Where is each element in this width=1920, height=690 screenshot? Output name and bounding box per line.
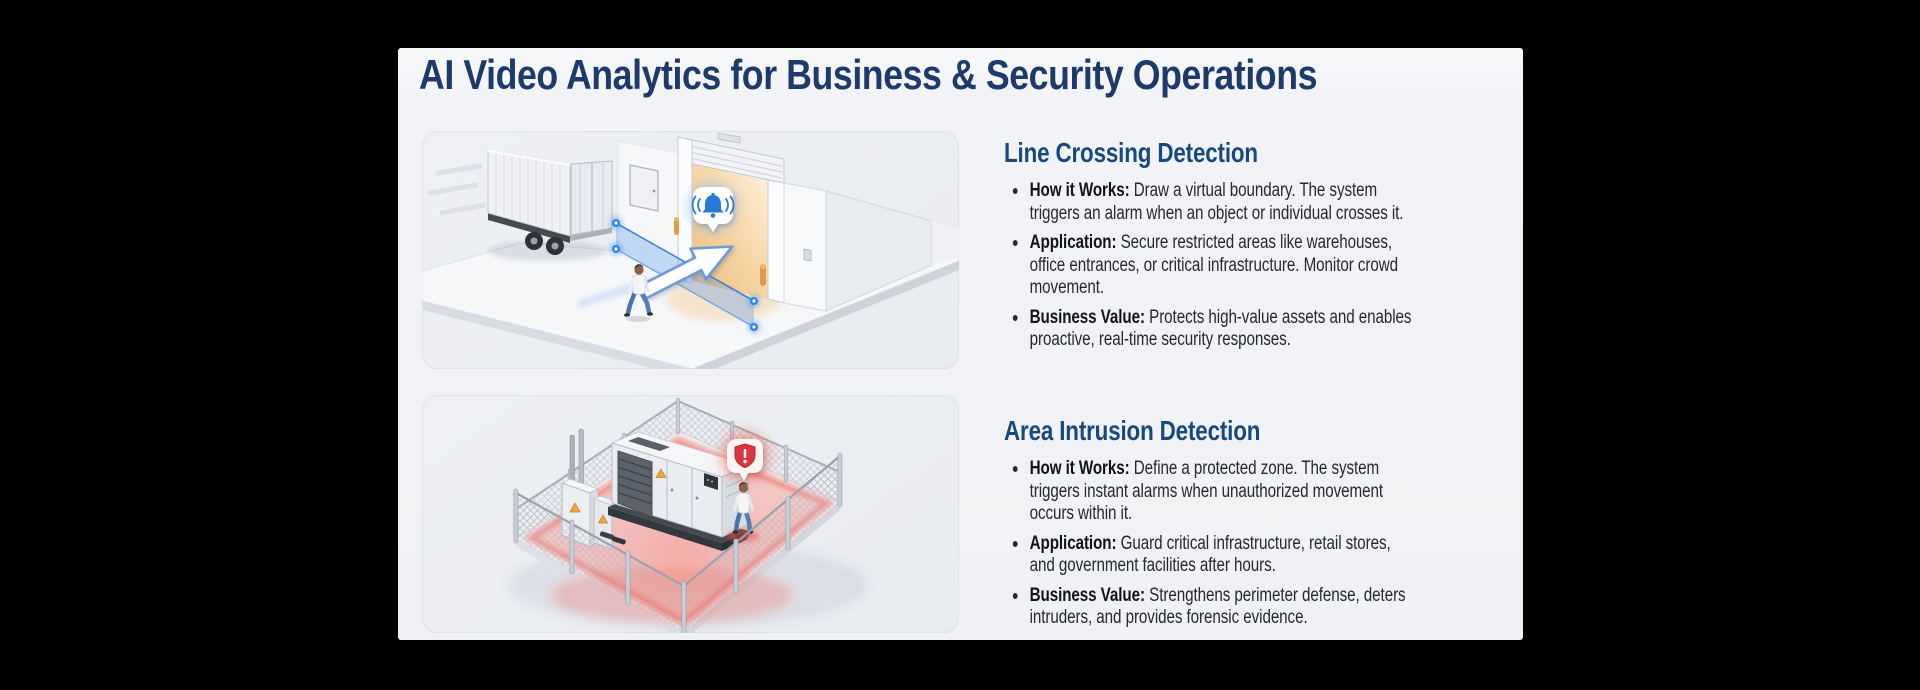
line-crossing-illustration bbox=[422, 131, 959, 369]
warning-triangle-icon bbox=[569, 502, 581, 513]
bullet-item: Application: Secure restricted areas lik… bbox=[1004, 232, 1484, 300]
bullet-label: Application: bbox=[1029, 532, 1117, 554]
keypad bbox=[803, 248, 812, 262]
bollard bbox=[674, 217, 766, 286]
bullet-item: How it Works: Draw a virtual boundary. T… bbox=[1004, 180, 1484, 225]
bullet-text: Guard critical infrastructure, retail st… bbox=[1029, 532, 1391, 577]
bullet-text: Protects high-value assets and enables p… bbox=[1029, 306, 1412, 351]
security-fence-front bbox=[513, 452, 843, 633]
bullet-list: How it Works: Draw a virtual boundary. T… bbox=[1004, 180, 1484, 352]
warning-triangle-icon bbox=[655, 468, 667, 478]
section-heading: Line Crossing Detection bbox=[1004, 137, 1258, 168]
bullet-text: Define a protected zone. The system trig… bbox=[1029, 458, 1383, 524]
person-figure bbox=[624, 264, 653, 322]
motion-streaks bbox=[427, 163, 487, 216]
alert-shield-badge bbox=[719, 430, 771, 482]
back-wall bbox=[617, 140, 681, 282]
bullet-text: Secure restricted areas like warehouses,… bbox=[1029, 232, 1398, 298]
bullet-item: How it Works: Define a protected zone. T… bbox=[1004, 458, 1484, 526]
infographic-panel: AI Video Analytics for Business & Securi… bbox=[398, 48, 1523, 640]
small-door bbox=[629, 164, 659, 212]
bullet-label: Business Value: bbox=[1029, 306, 1145, 328]
area-intrusion-illustration bbox=[422, 395, 959, 633]
bullet-item: Business Value: Protects high-value asse… bbox=[1004, 307, 1484, 352]
section-line-crossing: Line Crossing Detection How it Works: Dr… bbox=[1004, 136, 1484, 359]
section-heading: Area Intrusion Detection bbox=[1004, 415, 1261, 446]
boundary-node-icon bbox=[609, 216, 761, 334]
section-area-intrusion: Area Intrusion Detection How it Works: D… bbox=[1004, 414, 1484, 637]
bullet-label: Business Value: bbox=[1029, 584, 1145, 606]
warning-triangle-icon bbox=[597, 514, 609, 524]
crossing-arrow-icon bbox=[638, 245, 734, 300]
bullet-label: How it Works: bbox=[1029, 458, 1130, 479]
alarm-bell-icon bbox=[691, 192, 735, 218]
bullet-label: How it Works: bbox=[1029, 180, 1130, 201]
line-crossing-scene bbox=[422, 132, 959, 369]
page-title: AI Video Analytics for Business & Securi… bbox=[419, 51, 1318, 98]
bullet-text: Strengthens perimeter defense, deters in… bbox=[1029, 584, 1406, 629]
generator-unit bbox=[608, 431, 750, 551]
bullet-item: Business Value: Strengthens perimeter de… bbox=[1004, 585, 1484, 630]
area-intrusion-scene bbox=[508, 397, 868, 633]
bullet-text: Draw a virtual boundary. The system trig… bbox=[1029, 180, 1404, 224]
bullet-item: Application: Guard critical infrastructu… bbox=[1004, 533, 1484, 578]
truck bbox=[427, 150, 613, 261]
alarm-bell-badge bbox=[686, 180, 740, 234]
bullet-label: Application: bbox=[1029, 232, 1117, 253]
bullet-list: How it Works: Define a protected zone. T… bbox=[1004, 458, 1484, 630]
alert-shield-icon bbox=[734, 443, 756, 469]
